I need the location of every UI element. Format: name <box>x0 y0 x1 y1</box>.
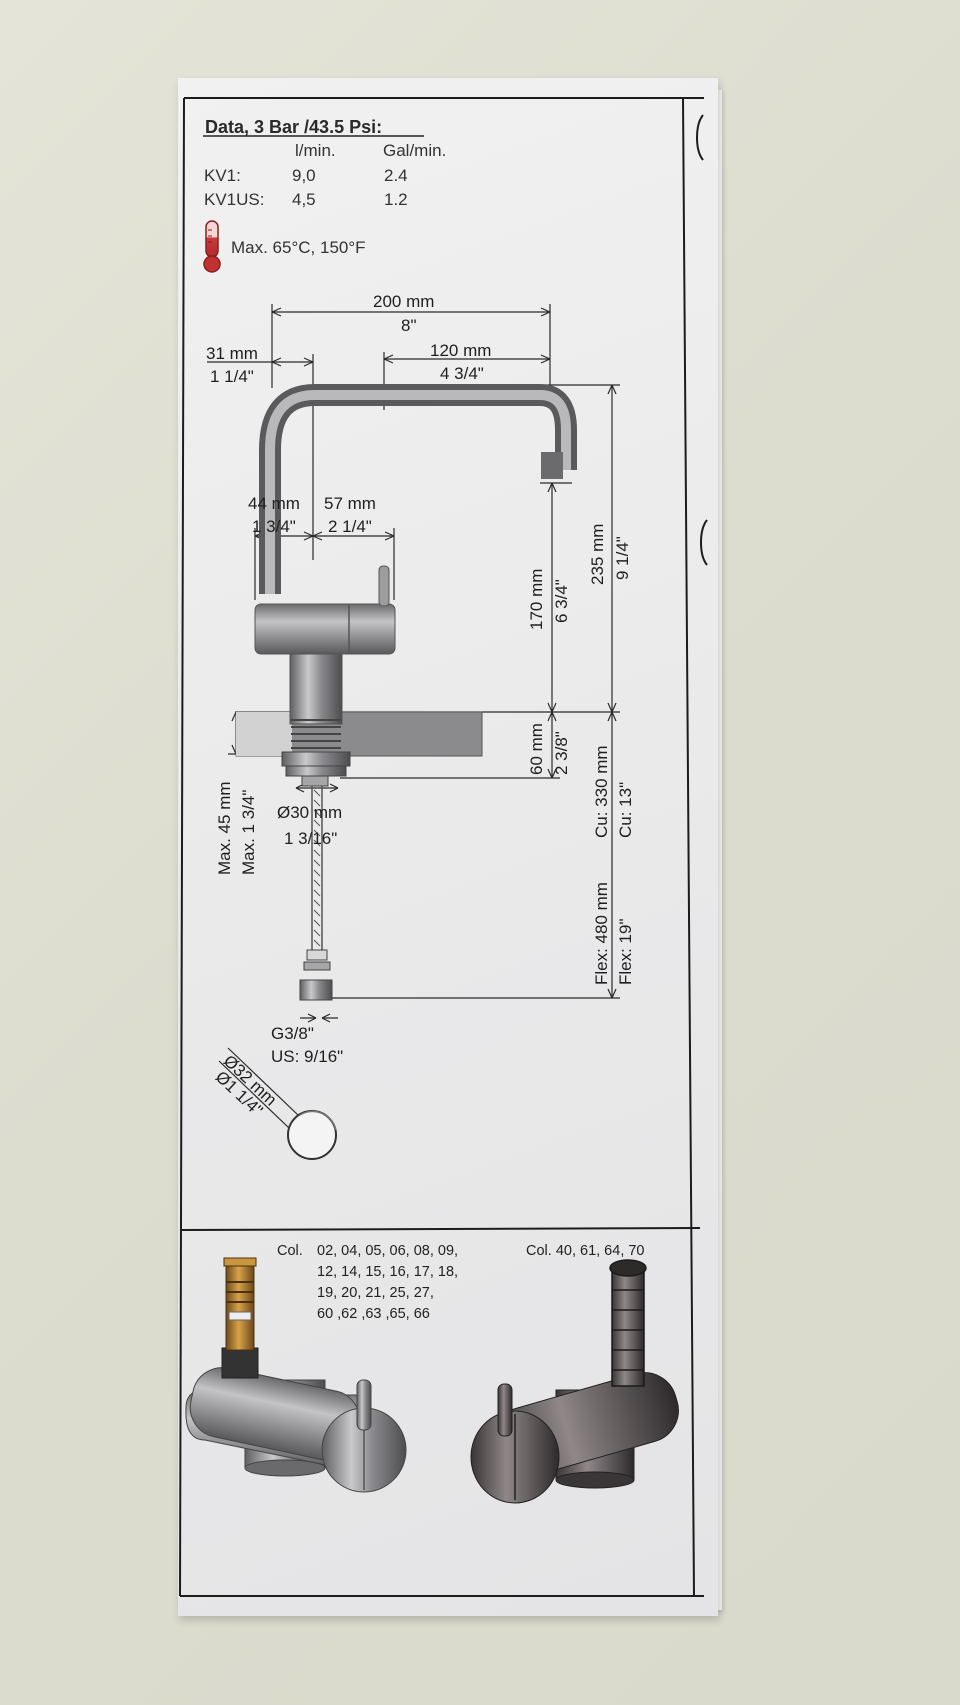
dim-hole-mm: Ø30 mm <box>277 803 343 822</box>
row-kv1-label: KV1: <box>204 166 241 185</box>
data-title: Data, 3 Bar /43.5 Psi: <box>205 117 383 137</box>
dim-outlet-height-mm: 170 mm <box>527 568 546 630</box>
colors-left-line-2: 12, 14, 15, 16, 17, 18, <box>317 1264 459 1280</box>
dim-spout-reach-mm: 120 mm <box>430 341 492 360</box>
shank-thread <box>291 719 341 749</box>
colors-left-line-3: 19, 20, 21, 25, 27, <box>317 1285 434 1301</box>
dim-total-width-mm: 200 mm <box>373 292 435 311</box>
row-kv1-galmin: 2.4 <box>384 166 408 185</box>
dim-outlet-height-in: 6 3/4" <box>552 579 571 623</box>
mounting-nut <box>281 751 351 767</box>
col-header-lmin: l/min. <box>295 141 336 160</box>
dim-thread-us: US: 9/16" <box>271 1047 344 1066</box>
dim-total-height-mm: 235 mm <box>588 523 607 585</box>
dim-total-width-in: 8" <box>401 316 417 335</box>
row-kv1us-label: KV1US: <box>204 190 265 209</box>
dim-cu-mm: Cu: 330 mm <box>592 745 611 838</box>
colors-left-line-4: 60 ,62 ,63 ,65, 66 <box>317 1306 430 1322</box>
dim-body-right-mm: 57 mm <box>324 494 376 513</box>
dim-body-right-in: 2 1/4" <box>328 517 372 536</box>
countertop-section <box>236 712 292 756</box>
dim-cu-in: Cu: 13" <box>616 781 635 838</box>
lever-body <box>254 603 396 655</box>
dimension-lines <box>207 304 620 1129</box>
dim-left-offset-in: 1 1/4" <box>210 367 254 386</box>
dim-flex-mm: Flex: 480 mm <box>592 882 611 985</box>
colors-left-label: Col. <box>277 1243 303 1259</box>
row-kv1us-lmin: 4,5 <box>292 190 316 209</box>
dim-body-left-mm: 44 mm <box>248 494 300 513</box>
dim-spout-reach-in: 4 3/4" <box>440 364 484 383</box>
dim-hole-in: 1 3/16" <box>284 829 338 848</box>
hole-cutout-icon <box>287 1110 337 1160</box>
dim-flex-in: Flex: 19" <box>616 918 635 985</box>
row-kv1us-galmin: 1.2 <box>384 190 408 209</box>
dim-body-left-in: 1 3/4" <box>252 517 296 536</box>
dim-counter-in: Max. 1 3/4" <box>239 789 258 875</box>
faucet-neck <box>289 653 343 725</box>
thermometer-icon <box>203 220 221 273</box>
row-kv1-lmin: 9,0 <box>292 166 316 185</box>
colors-right-label: Col. 40, 61, 64, 70 <box>526 1243 645 1259</box>
dark-body-illustration <box>470 1259 679 1504</box>
dim-shank-mm: 60 mm <box>527 723 546 775</box>
dim-total-height-in: 9 1/4" <box>613 536 632 580</box>
chrome-body-illustration <box>185 1257 407 1493</box>
hose-connector <box>299 979 333 1001</box>
sheet-frame <box>179 97 708 1597</box>
faucet-illustration <box>254 384 577 1001</box>
dim-thread-g: G3/8" <box>271 1024 314 1043</box>
dim-left-offset-mm: 31 mm <box>206 344 258 363</box>
dim-counter-mm: Max. 45 mm <box>215 781 234 875</box>
max-temp-label: Max. 65°C, 150°F <box>231 238 366 257</box>
dim-shank-in: 2 3/8" <box>552 731 571 775</box>
spout-outlet <box>541 452 563 479</box>
lever-handle <box>378 565 390 607</box>
colors-left-line-1: 02, 04, 05, 06, 08, 09, <box>317 1243 459 1259</box>
col-header-galmin: Gal/min. <box>383 141 447 160</box>
